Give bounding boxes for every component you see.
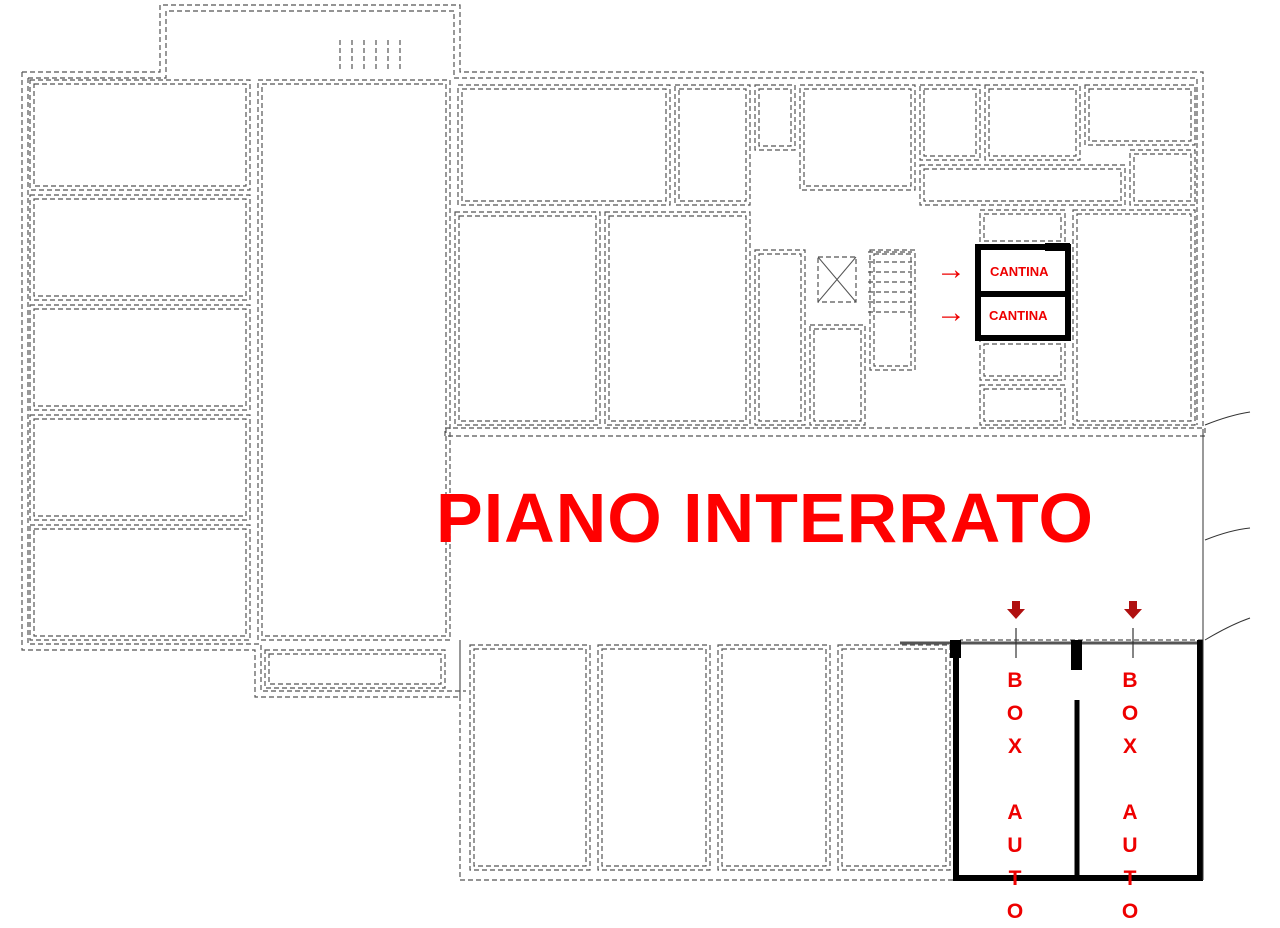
box-label-letter: X <box>1122 735 1137 758</box>
room-18 <box>809 324 866 426</box>
box-label-letter: X <box>1007 735 1022 758</box>
room-21 <box>979 339 1066 381</box>
room-20 <box>983 213 1062 242</box>
room-26 <box>469 644 591 871</box>
room-11 <box>988 88 1077 157</box>
box-label-letter: B <box>1007 669 1023 692</box>
box-label-letter: O <box>1121 900 1139 923</box>
box-label-letter <box>1118 763 1142 796</box>
room-23 <box>1076 213 1192 422</box>
box-label-letter: A <box>1122 801 1138 824</box>
room-25 <box>264 649 446 689</box>
room-20 <box>979 209 1066 246</box>
room-23 <box>1072 209 1196 426</box>
room-10 <box>919 84 981 161</box>
room-9 <box>803 88 912 187</box>
room-22 <box>983 388 1062 422</box>
room-16 <box>608 215 747 422</box>
room-13 <box>1133 153 1192 202</box>
room-5 <box>261 83 447 637</box>
room-17 <box>758 253 802 422</box>
ramp-lines <box>1202 411 1251 880</box>
cantina-label-1: CANTINA <box>990 264 1049 279</box>
room-11 <box>984 84 1081 161</box>
box-label-letter: U <box>1007 834 1023 857</box>
room-6 <box>461 88 667 202</box>
room-4 <box>29 524 251 641</box>
room-6 <box>457 84 671 206</box>
room-12 <box>1084 84 1196 146</box>
arrow-down-icon <box>1124 601 1142 619</box>
room-8 <box>758 88 792 147</box>
room-7 <box>678 88 747 202</box>
cantina-walls <box>975 244 1071 341</box>
room-17 <box>754 249 806 426</box>
wall-block <box>1045 243 1070 251</box>
box-label-letter: O <box>1006 900 1024 923</box>
room-2 <box>29 304 251 411</box>
outer-wall-inner <box>27 10 1198 692</box>
pillar <box>1071 640 1082 670</box>
room-10 <box>923 88 977 157</box>
cantina-label-2: CANTINA <box>989 308 1048 323</box>
pillar <box>950 640 961 658</box>
elevator-cross-icon <box>817 256 857 303</box>
room-8 <box>754 84 796 151</box>
room-2 <box>33 308 247 407</box>
room-28 <box>721 648 827 867</box>
box-label-letter: O <box>1121 702 1139 725</box>
room-22 <box>979 384 1066 426</box>
room-1 <box>29 194 251 301</box>
arrow-down-icon <box>1007 601 1025 619</box>
room-12 <box>1088 88 1192 142</box>
room-21 <box>983 343 1062 377</box>
room-3 <box>33 418 247 517</box>
room-3 <box>29 414 251 521</box>
room-13 <box>1129 149 1196 206</box>
room-15 <box>458 215 597 422</box>
box-label-letter: A <box>1007 801 1023 824</box>
room-4 <box>33 528 247 637</box>
arrow-right-icon: → <box>936 296 966 329</box>
plan-title: PIANO INTERRATO <box>436 479 1094 557</box>
room-26 <box>473 648 587 867</box>
room-19 <box>869 249 916 371</box>
room-14 <box>923 168 1122 202</box>
box-label-letter <box>1003 763 1027 796</box>
room-25 <box>268 653 442 685</box>
room-27 <box>597 644 711 871</box>
room-18 <box>813 328 862 422</box>
room-5 <box>257 79 451 641</box>
room-1 <box>33 198 247 297</box>
room-0 <box>29 79 251 191</box>
room-0 <box>33 83 247 187</box>
floor-plan <box>21 4 1251 881</box>
box-label-letter: O <box>1006 702 1024 725</box>
arrow-right-icon: → <box>936 253 966 286</box>
room-15 <box>454 211 601 426</box>
room-19 <box>873 253 912 367</box>
room-9 <box>799 84 916 191</box>
box-label-letter: B <box>1122 669 1138 692</box>
box-label-letter: T <box>1123 867 1137 890</box>
room-16 <box>604 211 751 426</box>
room-28 <box>717 644 831 871</box>
room-27 <box>601 648 707 867</box>
room-7 <box>674 84 751 206</box>
room-24 <box>444 427 1206 437</box>
room-14 <box>919 164 1126 206</box>
room-29 <box>841 648 947 867</box>
box-label-letter: T <box>1008 867 1022 890</box>
elevator-shaft <box>817 256 857 303</box>
box-label-letter: U <box>1122 834 1138 857</box>
room-29 <box>837 644 951 871</box>
